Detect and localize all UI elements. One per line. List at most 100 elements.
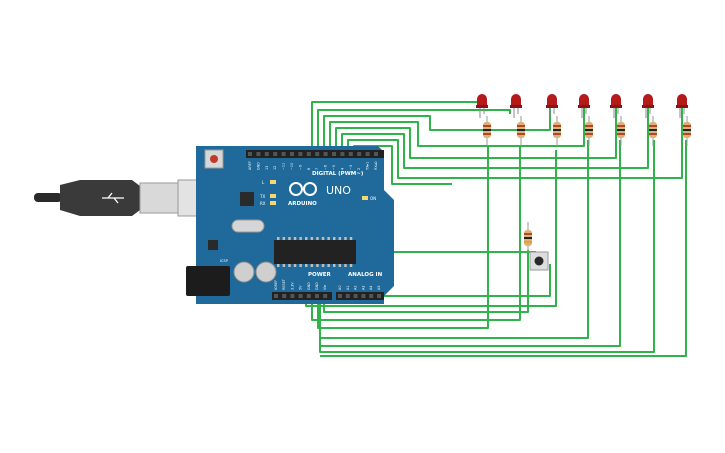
red-led[interactable]: [546, 94, 558, 118]
chip-pin: [338, 264, 342, 267]
resistor-band: [517, 125, 525, 127]
header-hole[interactable]: [361, 294, 366, 298]
led-resistor[interactable]: [617, 116, 625, 146]
icsp-label: ICSP: [220, 259, 228, 263]
led-rim: [578, 105, 590, 108]
header-hole[interactable]: [306, 152, 311, 156]
chip-pin: [293, 237, 297, 240]
wire-led-4[interactable]: [329, 106, 585, 154]
wire-led-6[interactable]: [341, 108, 649, 169]
led-rim: [642, 105, 654, 108]
header-hole[interactable]: [273, 152, 278, 156]
resistor-band: [585, 133, 593, 135]
red-led[interactable]: [676, 94, 688, 118]
red-led[interactable]: [510, 94, 522, 118]
red-led[interactable]: [578, 94, 590, 118]
led-resistor[interactable]: [649, 116, 657, 146]
pin-label: A0: [338, 286, 342, 290]
header-hole[interactable]: [374, 152, 378, 156]
header-hole[interactable]: [348, 152, 353, 156]
wire-group: [305, 101, 687, 357]
header-hole[interactable]: [248, 152, 252, 156]
resistor-band: [517, 129, 525, 131]
status-led-tx-label: TX: [259, 194, 265, 199]
pull-down-band-2: [524, 237, 532, 239]
resistor-band: [683, 129, 691, 131]
header-hole[interactable]: [274, 294, 278, 298]
header-hole[interactable]: [315, 294, 319, 298]
wire-led-2[interactable]: [317, 109, 511, 154]
red-led[interactable]: [610, 94, 622, 118]
status-led-l-label: L: [262, 180, 265, 185]
resistor-band: [585, 129, 593, 131]
header-hole[interactable]: [357, 152, 362, 156]
status-led-l: [270, 180, 276, 184]
led-resistor[interactable]: [585, 116, 593, 146]
header-hole[interactable]: [282, 294, 287, 298]
usb-cable[interactable]: [34, 179, 221, 217]
pin-label: 7: [315, 168, 319, 170]
chip-pin: [327, 237, 330, 240]
header-hole[interactable]: [290, 152, 294, 156]
header-hole[interactable]: [256, 152, 261, 156]
pin-label: 2: [357, 168, 361, 170]
pin-label: ~5: [332, 165, 336, 170]
resistor-band: [483, 125, 491, 127]
capacitor-2: [255, 261, 277, 283]
wire-gnd-4[interactable]: [320, 140, 589, 339]
wire-button-pull[interactable]: [323, 250, 529, 313]
header-hole[interactable]: [340, 152, 345, 156]
pushbutton[interactable]: [529, 251, 549, 271]
board-model: UNO: [326, 184, 351, 197]
resistor-band: [553, 125, 561, 127]
led-resistor[interactable]: [517, 116, 525, 146]
wire-led-7[interactable]: [347, 108, 683, 179]
resistor-band: [585, 125, 593, 127]
header-hole[interactable]: [332, 152, 336, 156]
wire-gnd-5[interactable]: [320, 140, 621, 347]
header-hole[interactable]: [338, 294, 342, 298]
resistor-band: [617, 125, 625, 127]
wire-gnd-7[interactable]: [320, 140, 687, 357]
header-hole[interactable]: [315, 152, 320, 156]
wire-gnd-6[interactable]: [319, 140, 655, 353]
header-hole[interactable]: [323, 294, 328, 298]
red-led[interactable]: [642, 94, 654, 118]
pin-label: IOREF: [274, 280, 278, 290]
header-hole[interactable]: [298, 294, 303, 298]
header-hole[interactable]: [306, 294, 311, 298]
pin-label: ~9: [298, 165, 302, 170]
header-hole[interactable]: [323, 152, 328, 156]
led-resistor[interactable]: [553, 116, 561, 146]
chip-pin: [277, 264, 280, 267]
pin-label: AREF: [248, 161, 252, 170]
header-hole[interactable]: [369, 294, 374, 298]
red-led[interactable]: [476, 94, 488, 118]
led-resistor[interactable]: [483, 116, 491, 146]
power-header-label: POWER: [308, 272, 332, 278]
header-hole[interactable]: [298, 152, 303, 156]
header-hole[interactable]: [264, 152, 269, 156]
header-hole[interactable]: [281, 152, 286, 156]
chip-pin: [344, 237, 347, 240]
pin-label: A2: [354, 286, 358, 290]
led-resistor[interactable]: [683, 116, 691, 146]
wire-led-5[interactable]: [335, 106, 617, 159]
resistor-band: [617, 133, 625, 135]
header-hole[interactable]: [353, 294, 358, 298]
header-hole[interactable]: [365, 152, 370, 156]
pull-down-resistor[interactable]: [524, 222, 532, 252]
header-hole[interactable]: [377, 294, 381, 298]
header-hole[interactable]: [290, 294, 295, 298]
wire-gnd-2[interactable]: [311, 146, 521, 321]
atmega-pins: [277, 237, 353, 267]
crystal: [231, 219, 265, 233]
pin-label: 5V: [299, 285, 303, 290]
wire-gnd-1[interactable]: [317, 146, 489, 329]
header-hole[interactable]: [345, 294, 350, 298]
resistor-band: [683, 133, 691, 135]
wire-led-3[interactable]: [323, 108, 551, 154]
led-dome: [643, 94, 653, 106]
